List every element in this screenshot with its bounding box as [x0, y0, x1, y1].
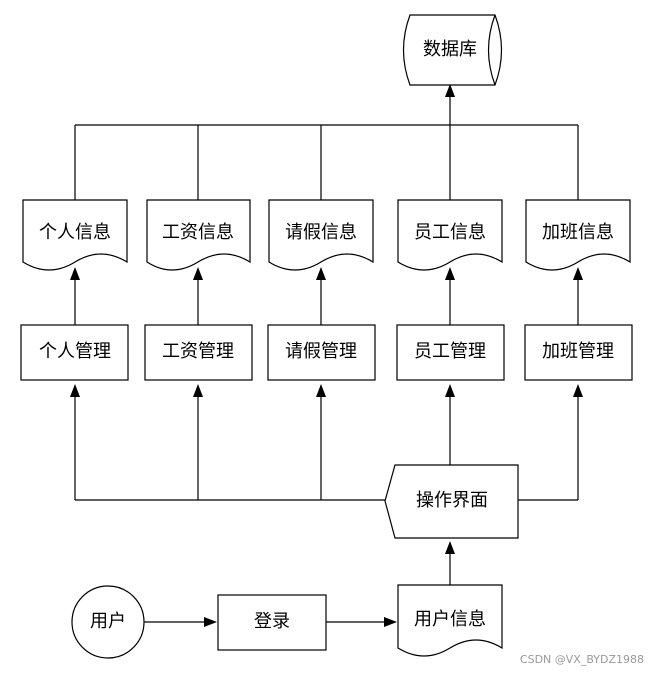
user-label: 用户 [90, 611, 126, 632]
login-label: 登录 [254, 611, 290, 632]
module-overtime-mgmt: 加班管理 [524, 324, 633, 381]
connector-interface-to-modules [70, 384, 583, 501]
interface-label: 操作界面 [416, 490, 488, 511]
module-employee-mgmt: 员工管理 [396, 324, 505, 381]
module-leave-mgmt: 请假管理 [267, 324, 376, 381]
database-node: 数据库 [402, 14, 503, 86]
module-personal-mgmt: 个人管理 [20, 324, 129, 381]
connector-userinfo-to-interface [445, 541, 455, 585]
module-employee-mgmt-label: 员工管理 [414, 341, 486, 362]
database-label: 数据库 [423, 39, 477, 60]
module-overtime-mgmt-label: 加班管理 [542, 341, 614, 362]
document-personal-info-label: 个人信息 [39, 222, 111, 243]
document-salary-info: 工资信息 [146, 199, 251, 271]
connector-module-to-document [70, 267, 583, 325]
document-leave-info-label: 请假信息 [285, 222, 357, 243]
login-node: 登录 [217, 594, 327, 651]
user-node: 用户 [71, 585, 145, 659]
interface-node: 操作界面 [384, 464, 519, 539]
document-user-info-label: 用户信息 [414, 609, 486, 630]
document-employee-info-label: 员工信息 [414, 222, 486, 243]
module-personal-mgmt-label: 个人管理 [39, 341, 111, 362]
connector-user-to-login [144, 617, 217, 627]
module-salary-mgmt: 工资管理 [144, 324, 253, 381]
connector-login-to-userinfo [326, 617, 397, 627]
module-leave-mgmt-label: 请假管理 [285, 341, 357, 362]
document-user-info: 用户信息 [397, 584, 503, 657]
document-employee-info: 员工信息 [397, 199, 503, 271]
watermark: CSDN @VX_BYDZ1988 [520, 653, 644, 666]
document-salary-info-label: 工资信息 [162, 222, 234, 243]
document-overtime-info-label: 加班信息 [542, 222, 614, 243]
document-leave-info: 请假信息 [268, 199, 374, 271]
connector-bus-top [74, 84, 579, 200]
module-salary-mgmt-label: 工资管理 [162, 341, 234, 362]
document-overtime-info: 加班信息 [525, 199, 631, 271]
document-personal-info: 个人信息 [22, 199, 128, 271]
